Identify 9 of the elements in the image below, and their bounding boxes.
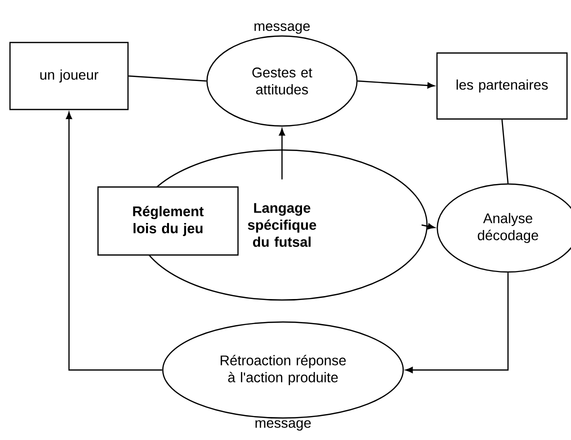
message-label: message <box>256 420 311 431</box>
arrow <box>278 128 286 180</box>
process-box: les partenaires <box>436 52 568 120</box>
arrow <box>421 223 435 230</box>
message-label: message <box>254 23 310 34</box>
arrow <box>358 80 435 88</box>
process-box: un joueur <box>9 42 129 110</box>
arrow <box>406 272 509 374</box>
arrow <box>66 112 162 371</box>
